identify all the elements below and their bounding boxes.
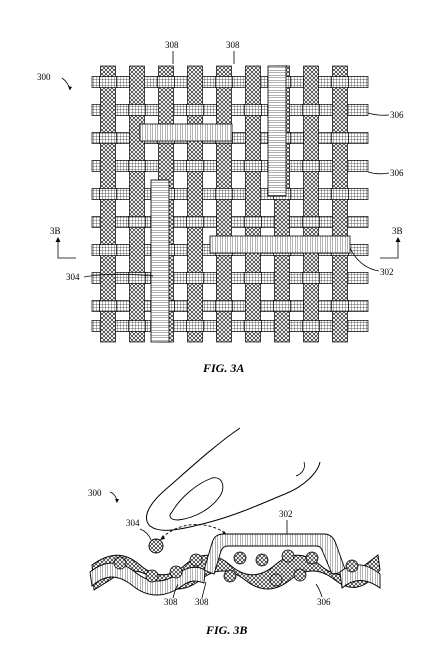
- section-label-3b-left: 3B: [50, 226, 61, 236]
- weft-over-crossing: [302, 320, 320, 332]
- ref-label-308-b-left: 308: [164, 597, 178, 607]
- figure-caption-3b: FIG. 3B: [205, 623, 247, 637]
- section-arrow-right: [380, 237, 401, 259]
- ref-label-300: 300: [37, 72, 51, 82]
- ref-label-300-b: 300: [88, 488, 102, 498]
- weft-over-crossing: [215, 300, 233, 312]
- fabric-cross-section: [89, 533, 381, 596]
- fiber-cross-section: [281, 549, 295, 563]
- arrowhead-300-b: [115, 499, 119, 503]
- ref-label-304-b: 304: [126, 518, 140, 528]
- conductive-strand-304: [150, 179, 170, 343]
- weft-over-crossing: [186, 320, 204, 332]
- weft-over-crossing: [273, 300, 291, 312]
- weft-over-crossing: [331, 132, 349, 144]
- arrowhead-300: [68, 86, 72, 90]
- weft-over-crossing: [186, 272, 204, 284]
- fingernail: [169, 477, 224, 521]
- fiber-cross-section: [293, 568, 307, 582]
- leader-300: [61, 77, 71, 91]
- weft-over-crossing: [99, 300, 117, 312]
- conductive-strand-horizontal: [139, 123, 233, 142]
- weft-over-crossing: [215, 76, 233, 88]
- leader-308-b-right: [201, 581, 207, 599]
- weft-over-crossing: [128, 160, 146, 172]
- leader-304: [83, 273, 154, 278]
- fiber-cross-section: [345, 559, 359, 573]
- weft-over-crossing: [128, 272, 146, 284]
- leader-306-b: [315, 583, 323, 598]
- weft-over-crossing: [99, 76, 117, 88]
- weft-over-crossing: [186, 160, 204, 172]
- weft-over-crossing: [244, 320, 262, 332]
- leader-302: [349, 247, 380, 272]
- fiber-cross-section: [145, 569, 159, 583]
- weft-over-crossing: [99, 132, 117, 144]
- weft-over-crossing: [244, 272, 262, 284]
- conductive-strand-vertical: [267, 65, 287, 197]
- weft-over-crossing: [99, 244, 117, 256]
- weft-over-crossing: [331, 300, 349, 312]
- conductive-fiber-304: [148, 538, 164, 554]
- ref-label-308-b-right: 308: [195, 597, 209, 607]
- weft-over-crossing: [331, 188, 349, 200]
- weft-over-crossing: [186, 104, 204, 116]
- weft-over-crossing: [128, 216, 146, 228]
- leader-308-b-left: [172, 583, 179, 599]
- weft-over-crossing: [157, 76, 175, 88]
- ref-label-308-right: 308: [226, 40, 240, 50]
- woven-fabric-top-view: [91, 65, 369, 343]
- weft-over-crossing: [244, 160, 262, 172]
- ref-label-302-b: 302: [279, 509, 293, 519]
- ref-label-306-lower: 306: [390, 168, 404, 178]
- weft-over-crossing: [128, 104, 146, 116]
- weft-over-crossing: [331, 76, 349, 88]
- fiber-cross-section: [233, 551, 247, 565]
- weft-over-crossing: [128, 320, 146, 332]
- weft-over-crossing: [186, 216, 204, 228]
- fiber-cross-section: [223, 569, 237, 583]
- weft-over-crossing: [215, 188, 233, 200]
- weft-over-crossing: [302, 272, 320, 284]
- weft-over-crossing: [244, 216, 262, 228]
- section-label-3b-right: 3B: [392, 226, 403, 236]
- finger-illustration: [146, 427, 321, 531]
- fiber-cross-section: [255, 553, 269, 567]
- ref-label-304: 304: [66, 272, 80, 282]
- leader-306-lower: [367, 171, 390, 175]
- conductive-strand-302: [209, 235, 351, 254]
- ref-label-308-left: 308: [165, 40, 179, 50]
- ref-label-306-upper: 306: [390, 110, 404, 120]
- fiber-cross-section: [113, 556, 127, 570]
- weft-over-crossing: [99, 188, 117, 200]
- leader-304-b: [139, 528, 152, 541]
- weft-over-crossing: [302, 160, 320, 172]
- fiber-cross-section: [189, 553, 203, 567]
- weft-over-crossing: [302, 216, 320, 228]
- ref-label-306-b: 306: [317, 597, 331, 607]
- weft-over-crossing: [302, 104, 320, 116]
- figure-caption-3a: FIG. 3A: [202, 361, 244, 375]
- weft-over-crossing: [244, 104, 262, 116]
- fiber-cross-section: [269, 573, 283, 587]
- cross-section-fibers: [113, 549, 359, 587]
- ref-label-302: 302: [380, 267, 394, 277]
- fiber-cross-section: [169, 565, 183, 579]
- section-arrow-left: [55, 237, 76, 259]
- fiber-cross-section: [305, 551, 319, 565]
- leader-306-upper: [367, 112, 390, 116]
